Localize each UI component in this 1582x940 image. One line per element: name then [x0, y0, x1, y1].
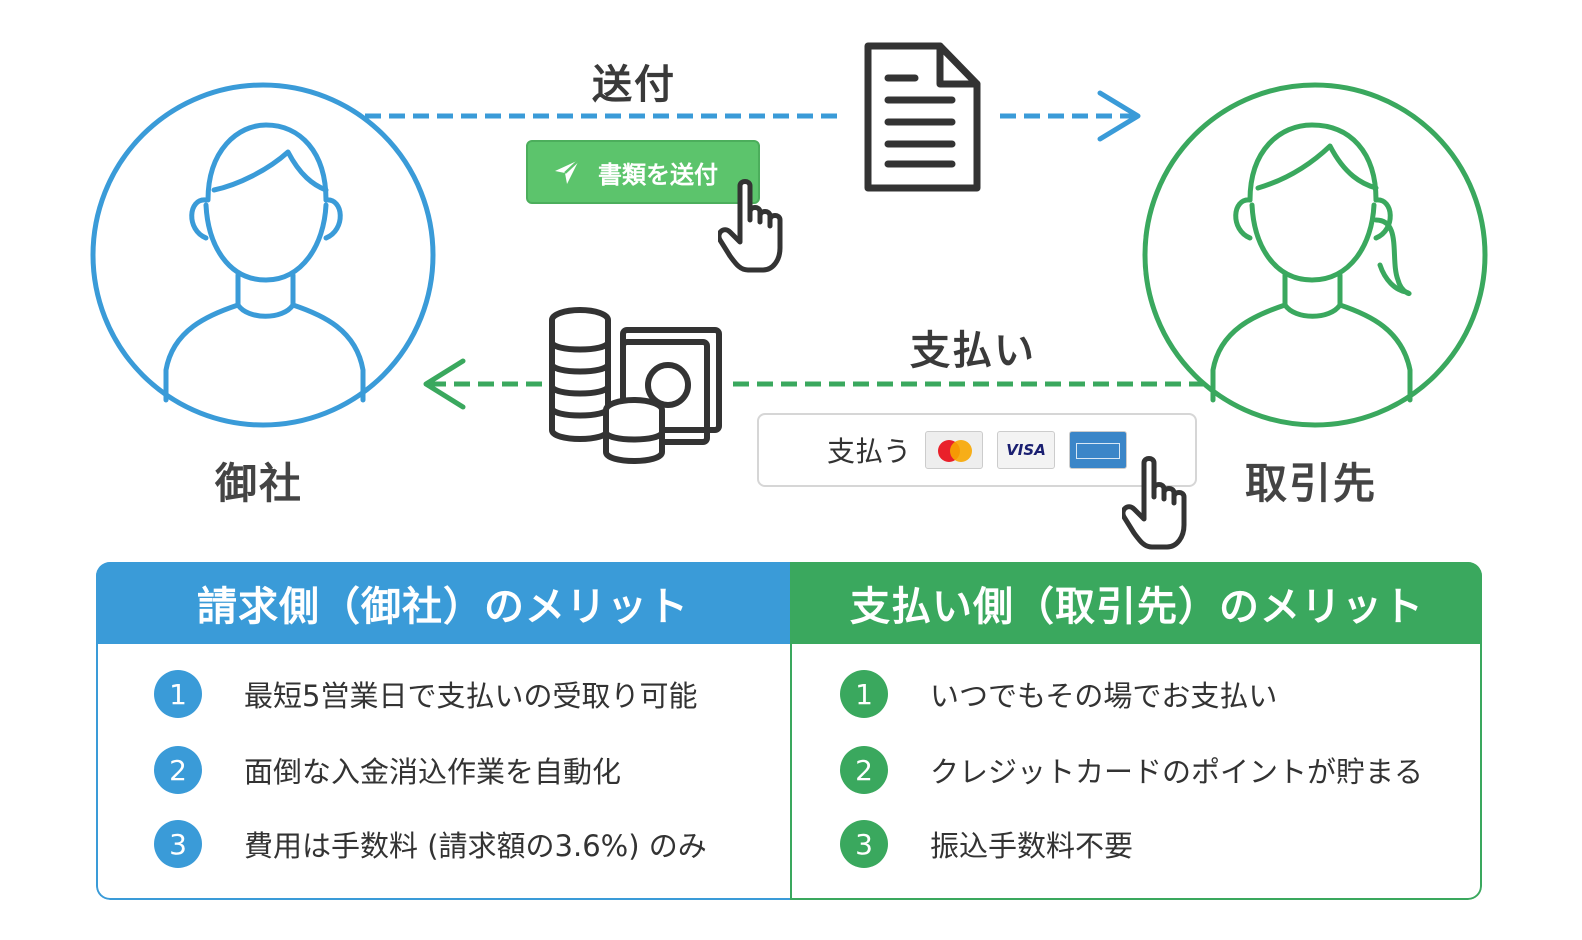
benefit-text: 振込手数料不要 [930, 829, 1134, 863]
document-icon [864, 42, 981, 192]
benefit-text: 最短5営業日で支払いの受取り可能 [244, 679, 698, 713]
send-document-button[interactable]: 書類を送付 [526, 140, 760, 204]
send-button-label: 書類を送付 [598, 160, 718, 189]
paying-side-title: 支払い側（取引先）のメリット [792, 562, 1482, 644]
right-person-icon [1142, 82, 1488, 428]
visa-icon: VISA [997, 431, 1056, 469]
left-person-icon [90, 82, 436, 428]
benefits-panel: 請求側（御社）のメリット 1 最短5営業日で支払いの受取り可能 2 面倒な入金消… [96, 562, 1482, 900]
left-party-label: 御社 [215, 459, 304, 508]
number-badge: 1 [840, 670, 888, 718]
number-badge: 3 [154, 820, 202, 868]
hand-pointer-icon [1122, 456, 1187, 550]
send-label: 送付 [592, 62, 676, 108]
list-item: 2 面倒な入金消込作業を自動化 [154, 746, 621, 794]
billing-side-benefits: 請求側（御社）のメリット 1 最短5営業日で支払いの受取り可能 2 面倒な入金消… [96, 562, 790, 900]
pay-button[interactable]: 支払う VISA [757, 413, 1197, 487]
payment-label: 支払い [910, 328, 1036, 374]
number-badge: 3 [840, 820, 888, 868]
list-item: 2 クレジットカードのポイントが貯まる [840, 746, 1423, 794]
mastercard-icon [925, 431, 984, 469]
benefit-text: 面倒な入金消込作業を自動化 [244, 755, 622, 789]
number-badge: 2 [840, 746, 888, 794]
number-badge: 2 [154, 746, 202, 794]
list-item: 1 最短5営業日で支払いの受取り可能 [154, 670, 697, 718]
paying-side-benefits: 支払い側（取引先）のメリット 1 いつでもその場でお支払い 2 クレジットカード… [790, 562, 1482, 900]
send-arrow [365, 90, 1141, 142]
benefit-text: 費用は手数料 (請求額の3.6%) のみ [244, 829, 707, 863]
send-icon [555, 159, 580, 184]
benefit-text: いつでもその場でお支払い [930, 679, 1278, 713]
hand-pointer-icon [718, 179, 783, 273]
coins-icon [549, 307, 722, 464]
list-item: 3 費用は手数料 (請求額の3.6%) のみ [154, 820, 707, 868]
right-party-label: 取引先 [1245, 459, 1378, 508]
list-item: 3 振込手数料不要 [840, 820, 1133, 868]
list-item: 1 いつでもその場でお支払い [840, 670, 1277, 718]
benefit-text: クレジットカードのポイントが貯まる [930, 755, 1424, 789]
pay-button-label: 支払う [827, 435, 912, 468]
billing-side-title: 請求側（御社）のメリット [96, 562, 790, 644]
amex-icon [1069, 431, 1128, 469]
payment-arrow [423, 358, 1203, 410]
number-badge: 1 [154, 670, 202, 718]
